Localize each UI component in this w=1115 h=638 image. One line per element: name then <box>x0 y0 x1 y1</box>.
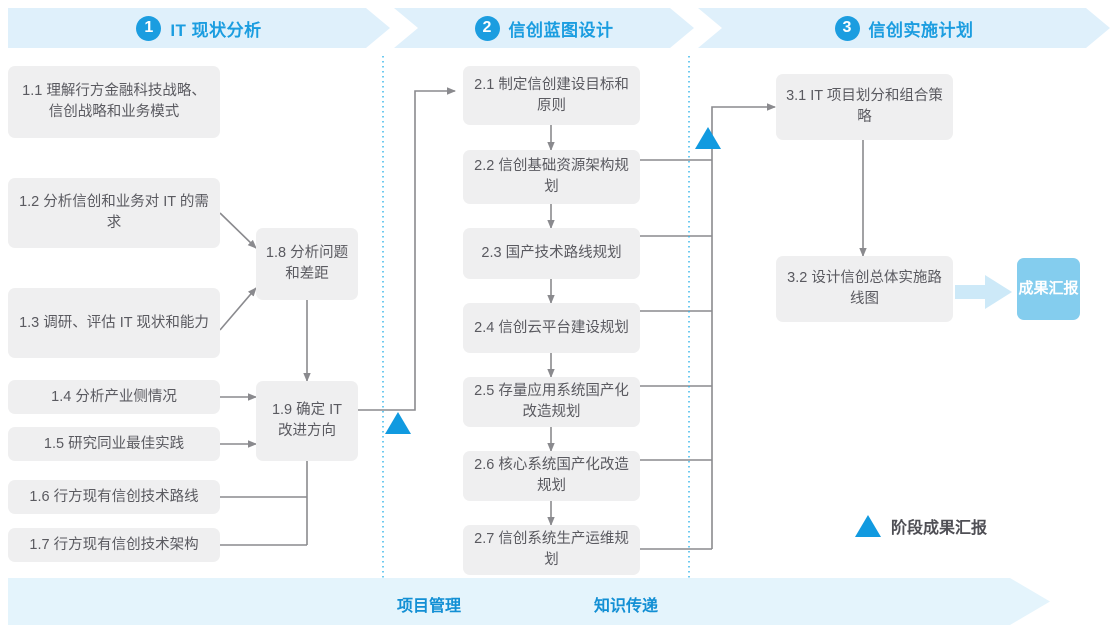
task-box-2-6[interactable]: 2.6 核心系统国产化改造规划 <box>463 451 640 501</box>
task-box-1-3[interactable]: 1.3 调研、评估 IT 现状和能力 <box>8 288 220 358</box>
phase-band-1: 1 IT 现状分析 <box>8 8 390 48</box>
task-box-2-3[interactable]: 2.3 国产技术路线规划 <box>463 228 640 279</box>
footer-band <box>8 578 1050 625</box>
result-arrow <box>955 275 1012 309</box>
footer-label-knowledge-transfer: 知识传递 <box>594 598 659 615</box>
task-box-1-9[interactable]: 1.9 确定 IT 改进方向 <box>256 381 358 461</box>
phase-number-2: 2 <box>475 16 500 41</box>
legend-triangle-icon <box>855 515 881 537</box>
task-box-2-4[interactable]: 2.4 信创云平台建设规划 <box>463 303 640 353</box>
task-box-3-2[interactable]: 3.2 设计信创总体实施路线图 <box>776 256 953 322</box>
footer-label-project-management: 项目管理 <box>397 598 462 615</box>
task-box-1-7[interactable]: 1.7 行方现有信创技术架构 <box>8 528 220 562</box>
task-box-3-1[interactable]: 3.1 IT 项目划分和组合策略 <box>776 74 953 140</box>
task-box-2-2[interactable]: 2.2 信创基础资源架构规划 <box>463 150 640 204</box>
milestone-triangle-icon-1 <box>385 412 411 434</box>
task-box-1-5[interactable]: 1.5 研究同业最佳实践 <box>8 427 220 461</box>
legend-label: 阶段成果汇报 <box>891 520 988 537</box>
result-chip[interactable]: 成果汇报 <box>1017 258 1080 320</box>
task-box-1-2[interactable]: 1.2 分析信创和业务对 IT 的需求 <box>8 178 220 248</box>
phase-title-2: 信创蓝图设计 <box>508 20 614 40</box>
phase-title-3: 信创实施计划 <box>868 20 974 40</box>
phase-title-1: IT 现状分析 <box>170 20 262 40</box>
task-box-1-8[interactable]: 1.8 分析问题和差距 <box>256 228 358 300</box>
phase-band-2: 2 信创蓝图设计 <box>394 8 694 48</box>
phase-number-1: 1 <box>136 16 161 41</box>
task-box-1-4[interactable]: 1.4 分析产业侧情况 <box>8 380 220 414</box>
legend: 阶段成果汇报 <box>855 514 987 538</box>
task-box-1-6[interactable]: 1.6 行方现有信创技术路线 <box>8 480 220 514</box>
task-box-2-5[interactable]: 2.5 存量应用系统国产化改造规划 <box>463 377 640 427</box>
task-box-2-7[interactable]: 2.7 信创系统生产运维规划 <box>463 525 640 575</box>
task-box-1-1[interactable]: 1.1 理解行方金融科技战略、信创战略和业务模式 <box>8 66 220 138</box>
task-box-2-1[interactable]: 2.1 制定信创建设目标和原则 <box>463 66 640 125</box>
phase-number-3: 3 <box>835 16 860 41</box>
phase-band-3: 3 信创实施计划 <box>698 8 1110 48</box>
milestone-triangle-icon-2 <box>695 127 721 149</box>
